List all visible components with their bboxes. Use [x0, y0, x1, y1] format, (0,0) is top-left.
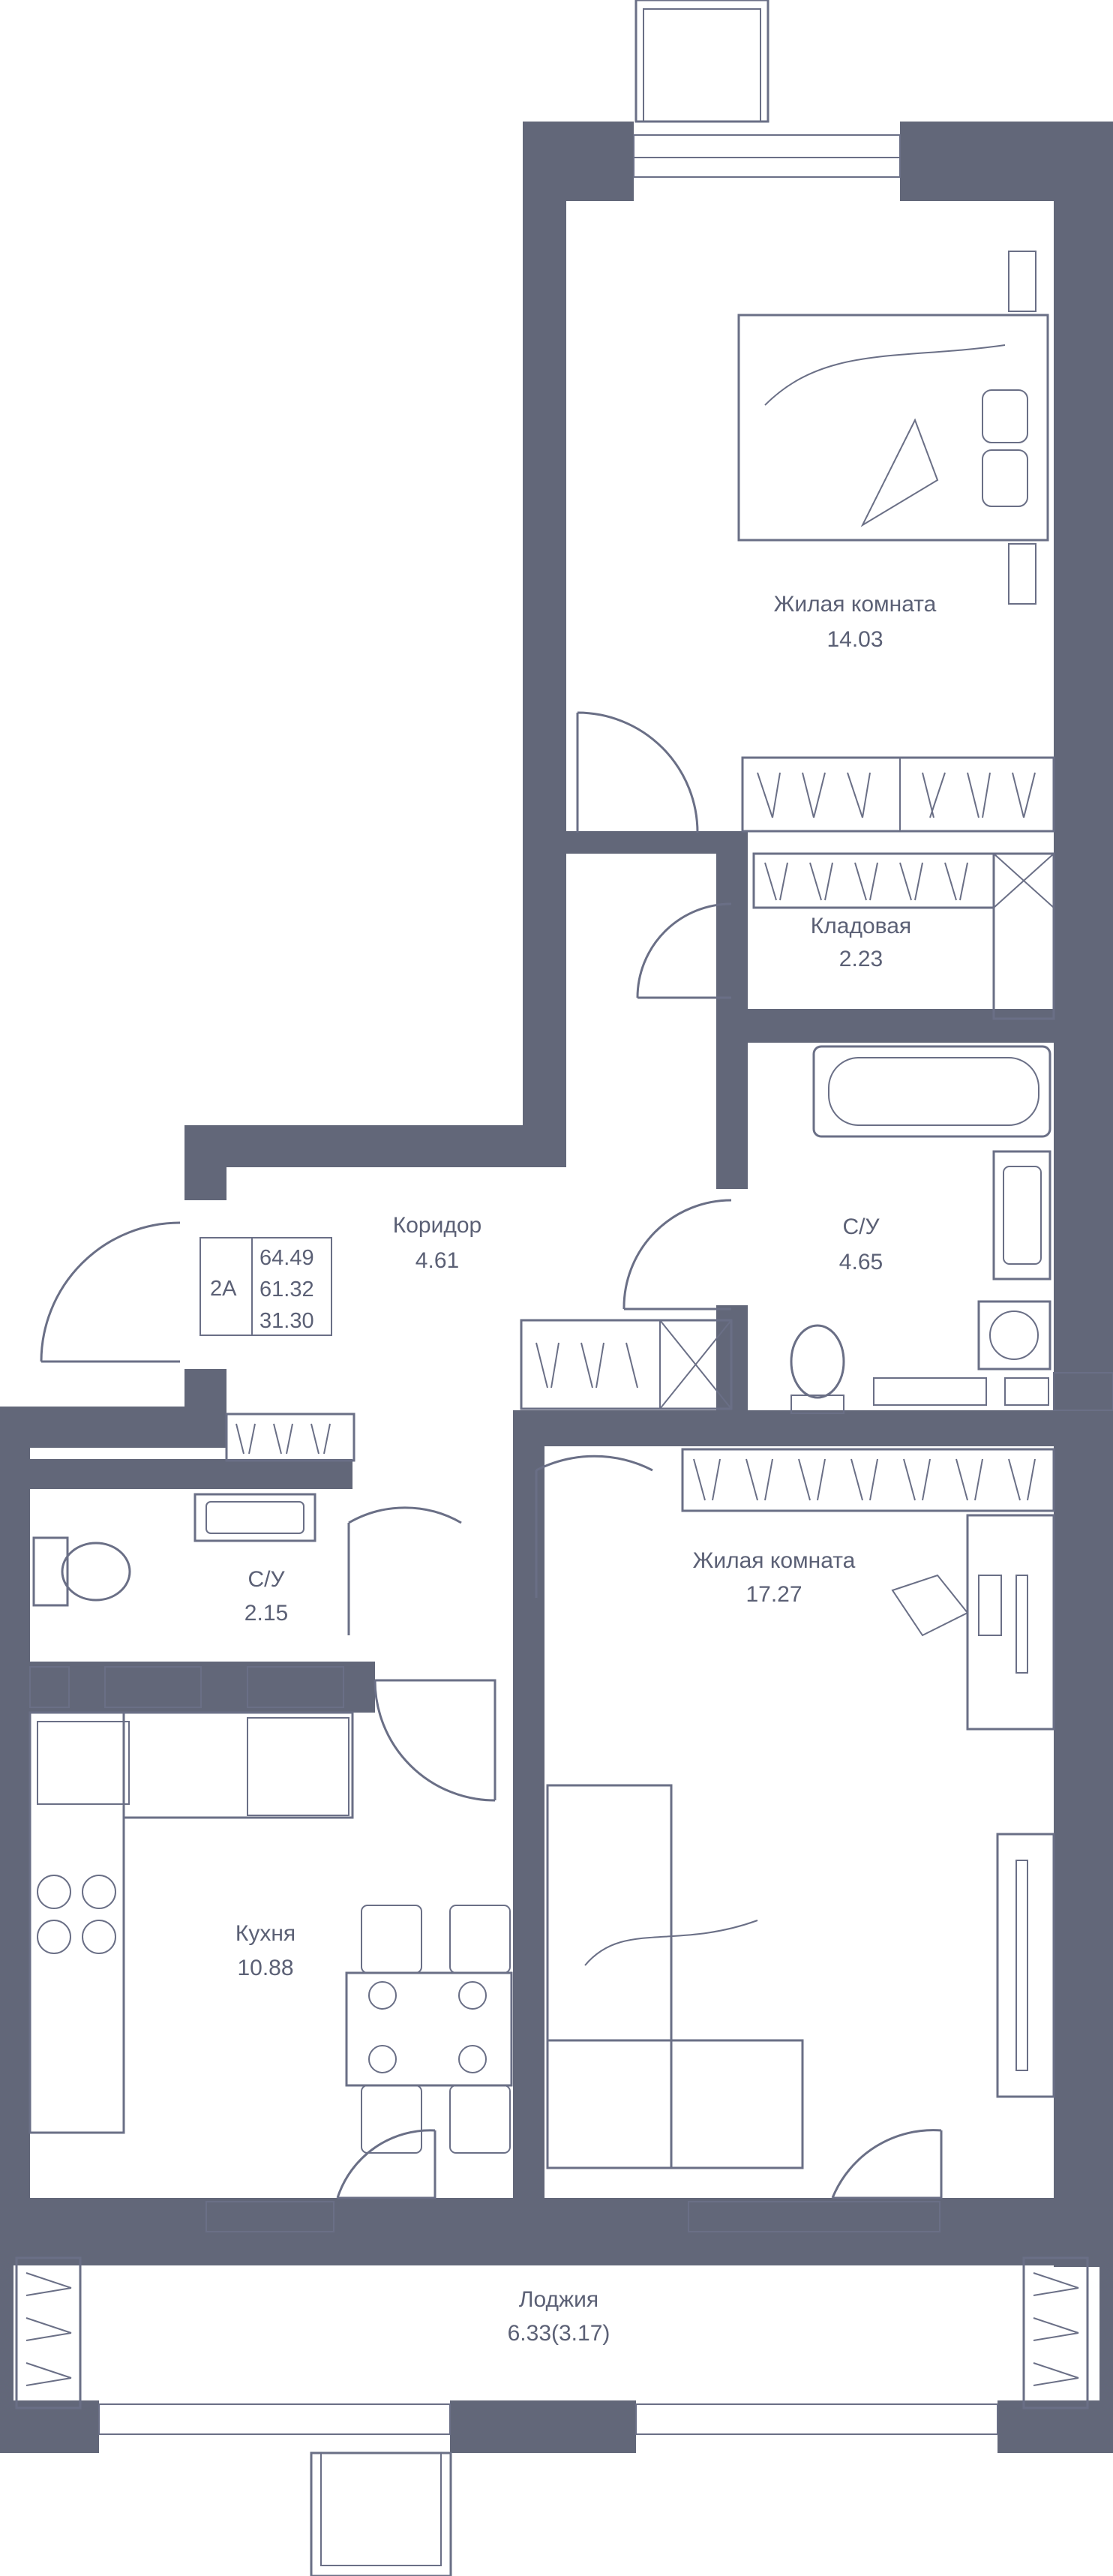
balcony-top: [634, 0, 770, 123]
room-name-loggia: Лоджия: [519, 2287, 598, 2312]
room-area-bedroom1: 14.03: [826, 627, 883, 652]
kitchen-counter: [28, 1711, 354, 2134]
door-entrance: [40, 1221, 181, 1363]
toilet: [790, 1324, 845, 1414]
door-bath-large: [622, 1199, 732, 1311]
small-bath-sink: [194, 1493, 316, 1542]
room-area-bathroom-small: 2.15: [244, 1601, 288, 1626]
room-name-bathroom-small: С/У: [248, 1567, 285, 1592]
tv-stand: [996, 1833, 1055, 2098]
room-name-bathroom-large: С/У: [842, 1214, 880, 1239]
room-area-storage: 2.23: [839, 947, 883, 971]
room-labels: Жилая комната 14.03 Кладовая 2.23 Коридо…: [236, 592, 937, 2346]
watermark-text: Домклик: [86, 2533, 204, 2564]
bathtub: [812, 1045, 1052, 1138]
door-loggia-kitchen: [336, 2129, 436, 2199]
bedroom2-wardrobe: [681, 1448, 1055, 1512]
storage-shelves: [752, 852, 1055, 1020]
watermark: Домклик: [52, 2531, 204, 2564]
balcony-bottom: [310, 2451, 452, 2576]
door-bedroom1: [576, 711, 699, 833]
dining-table: [345, 1905, 513, 2154]
door-bedroom2: [535, 1455, 653, 1598]
unit-living-total-area: 61.32: [260, 1277, 314, 1302]
unit-living-area: 31.30: [260, 1309, 314, 1333]
door-kitchen: [374, 1679, 496, 1802]
room-name-corridor: Коридор: [393, 1213, 482, 1238]
room-name-bedroom1: Жилая комната: [774, 592, 937, 617]
loggia-dryer-right: [1022, 2256, 1089, 2409]
door-bath-small: [347, 1506, 462, 1635]
walls: [0, 122, 1113, 2453]
room-area-bathroom-large: 4.65: [839, 1250, 883, 1274]
room-area-bedroom2: 17.27: [746, 1582, 802, 1607]
windows: [29, 134, 1113, 2435]
room-name-kitchen: Кухня: [236, 1921, 296, 1946]
small-bath-toilet: [32, 1536, 131, 1607]
unit-total-area: 64.49: [260, 1246, 314, 1270]
unit-info-box: 2А 64.49 61.32 31.30: [200, 1237, 332, 1336]
washing-machine: [977, 1300, 1052, 1371]
room-area-corridor: 4.61: [416, 1248, 459, 1273]
loggia-dryer-left: [15, 2256, 82, 2409]
house-logo-icon: [52, 2531, 78, 2558]
room-area-kitchen: 10.88: [237, 1956, 293, 1980]
room-area-loggia: 6.33(3.17): [508, 2321, 610, 2346]
washbasin: [992, 1150, 1052, 1280]
doors: [40, 711, 943, 2199]
room-name-bedroom2: Жилая комната: [693, 1548, 856, 1573]
unit-type: 2А: [210, 1277, 237, 1301]
door-storage: [636, 902, 732, 999]
room-name-storage: Кладовая: [811, 914, 911, 938]
sofa: [546, 1784, 804, 2169]
door-loggia-bedroom: [831, 2129, 943, 2199]
bed: [737, 251, 1049, 605]
shoe-rack: [225, 1413, 356, 1462]
wardrobe: [741, 756, 1055, 833]
desk: [891, 1514, 1055, 1731]
corridor-wardrobe: [520, 1319, 733, 1410]
